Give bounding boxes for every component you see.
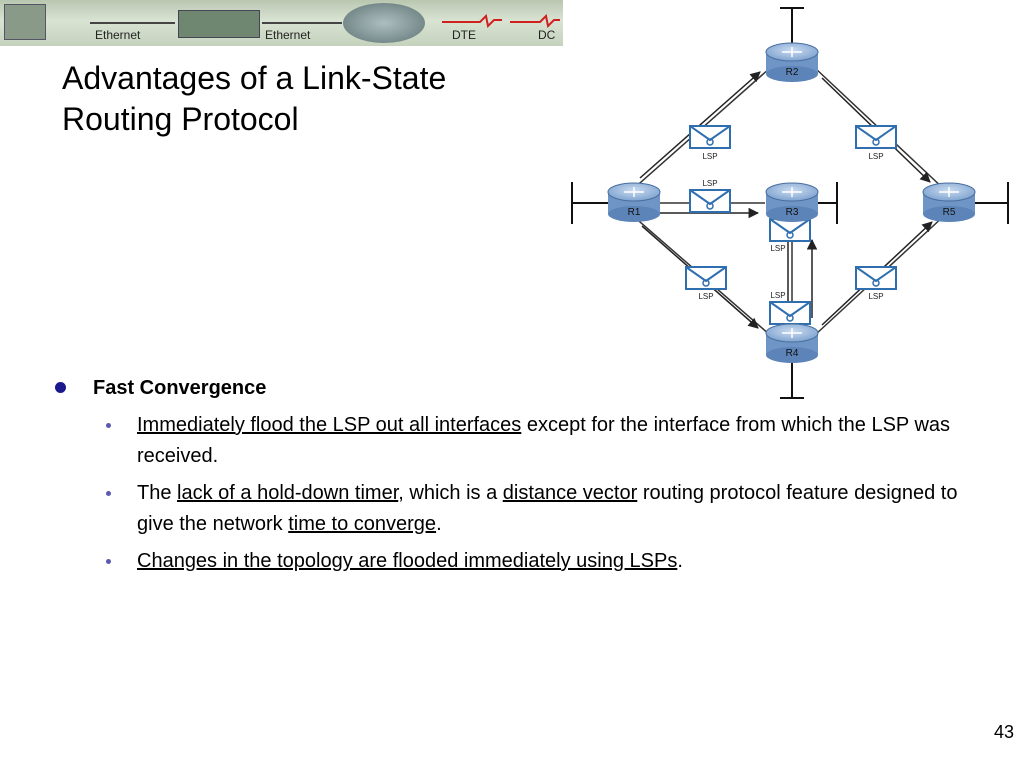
lsp-labels: LSP LSP LSP LSP LSP LSP LSP	[698, 152, 883, 301]
lsp-envelope-icon	[689, 189, 731, 213]
lsp-label: LSP	[770, 244, 785, 253]
banner-label-dc: DC	[538, 28, 556, 42]
sub-bullet-2-underlined-c: time to converge	[288, 513, 437, 535]
router-r4: R4	[765, 323, 819, 363]
sub-bullet-dot-icon	[106, 559, 111, 564]
page-number: 43	[993, 722, 1014, 742]
cable-line	[262, 22, 342, 24]
lsp-envelope-icon	[689, 125, 731, 149]
sub-bullet-2-text-c: routing protocol feature designed to giv…	[137, 482, 958, 535]
sub-bullet-3-underlined: Changes in the topology are flooded imme…	[137, 550, 678, 572]
router-r2: R2	[765, 42, 819, 82]
sub-bullet-2-underlined-b: distance vector	[502, 482, 638, 504]
header-banner: Ethernet Ethernet DTE DC	[0, 0, 563, 46]
sub-bullet-3: Changes in the topology are flooded imme…	[55, 546, 972, 577]
link-state-flooding-diagram: LSP LSP LSP LSP LSP LSP LSP R2 R1 R3	[571, 7, 1009, 399]
cable-line	[90, 22, 175, 24]
router-label-r2: R2	[786, 67, 799, 78]
sub-bullet-2-text-d: .	[436, 513, 442, 535]
lsp-label: LSP	[770, 291, 785, 300]
lsp-envelope-icon	[769, 301, 811, 325]
router-icon	[343, 3, 425, 43]
banner-label-ethernet-2: Ethernet	[265, 28, 311, 42]
slide-title-line-1: Advantages of a Link-State	[62, 60, 447, 96]
bullet-dot-icon	[55, 382, 66, 393]
router-label-r5: R5	[943, 207, 956, 218]
lsp-label: LSP	[702, 152, 717, 161]
router-r1: R1	[607, 182, 661, 222]
router-r3: R3	[765, 182, 819, 222]
computer-icon	[4, 4, 46, 40]
sub-bullet-1-text: except for the interface from which the …	[137, 414, 951, 467]
slide-title-line-2: Routing Protocol	[62, 101, 299, 137]
sub-bullet-3-text: .	[677, 550, 683, 572]
bullet-heading: Fast Convergence	[55, 372, 975, 404]
sub-bullet-2-text-a: The	[137, 482, 178, 504]
sub-bullet-2-underlined-a: lack of a hold-down timer	[177, 482, 399, 504]
router-label-r4: R4	[786, 348, 799, 359]
lsp-label: LSP	[868, 152, 883, 161]
sub-bullet-dot-icon	[106, 491, 111, 496]
sub-bullet-2-text-b: , which is a	[398, 482, 503, 504]
bullet-heading-text: Fast Convergence	[93, 377, 267, 399]
banner-label-ethernet-1: Ethernet	[95, 28, 141, 42]
lsp-label: LSP	[698, 292, 713, 301]
switch-icon	[178, 10, 260, 38]
router-label-r3: R3	[786, 207, 799, 218]
routers: R2 R1 R3 R5 R4	[607, 42, 976, 363]
lsp-envelope-icon	[855, 266, 897, 290]
lsp-envelope-icon	[769, 218, 811, 242]
lsp-label: LSP	[868, 292, 883, 301]
slide-title: Advantages of a Link-State Routing Proto…	[62, 58, 562, 140]
sub-bullet-1: Immediately flood the LSP out all interf…	[55, 410, 972, 472]
router-label-r1: R1	[628, 207, 641, 218]
sub-bullet-dot-icon	[106, 423, 111, 428]
lsp-envelope-icon	[685, 266, 727, 290]
lsp-envelope-icon	[855, 125, 897, 149]
network-segments	[571, 7, 1009, 399]
lsp-label: LSP	[702, 179, 717, 188]
bullet-list: Fast Convergence Immediately flood the L…	[55, 372, 975, 577]
router-r5: R5	[922, 182, 976, 222]
banner-label-dte: DTE	[452, 28, 476, 42]
sub-bullet-2: The lack of a hold-down timer, which is …	[55, 478, 972, 540]
sub-bullet-1-underlined: Immediately flood the LSP out all interf…	[137, 414, 522, 436]
serial-link-icon	[442, 14, 560, 28]
